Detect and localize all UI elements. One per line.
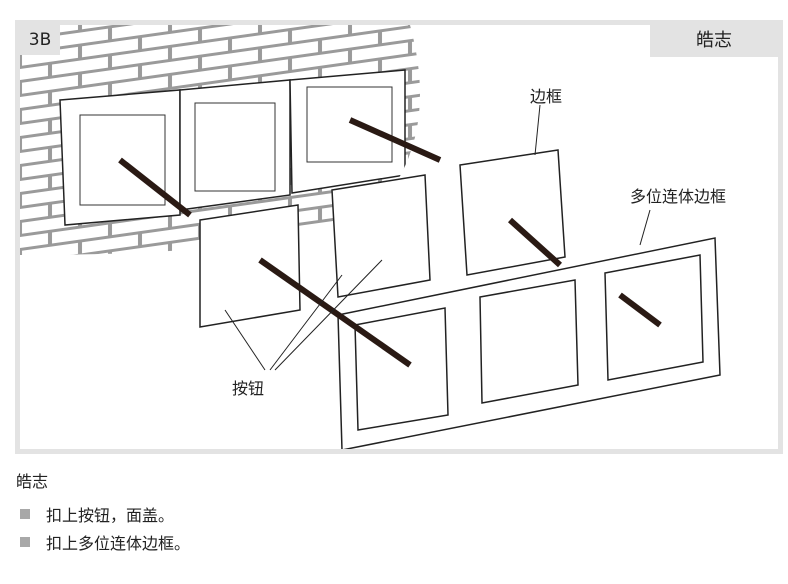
- bullet-icon: [20, 509, 30, 519]
- buttons-label: 按钮: [232, 379, 265, 398]
- illustration-panel: 3B 皓志: [15, 20, 783, 454]
- caption-item: 扣上按钮，面盖。: [20, 502, 174, 526]
- multi-frame-label: 多位连体边框: [630, 187, 727, 206]
- arrows: [118, 117, 662, 368]
- caption-item-text: 扣上按钮，面盖。: [46, 506, 175, 525]
- bullet-icon: [20, 537, 30, 547]
- installation-illustration: [20, 25, 721, 449]
- frame-label: 边框: [530, 87, 563, 106]
- caption-title: 皓志: [16, 472, 49, 491]
- caption-item: 扣上多位连体边框。: [20, 530, 190, 554]
- leader-lines: [224, 104, 651, 371]
- brand-tab: 皓志: [650, 25, 778, 57]
- caption-item-text: 扣上多位连体边框。: [46, 534, 191, 553]
- step-badge: 3B: [20, 25, 60, 55]
